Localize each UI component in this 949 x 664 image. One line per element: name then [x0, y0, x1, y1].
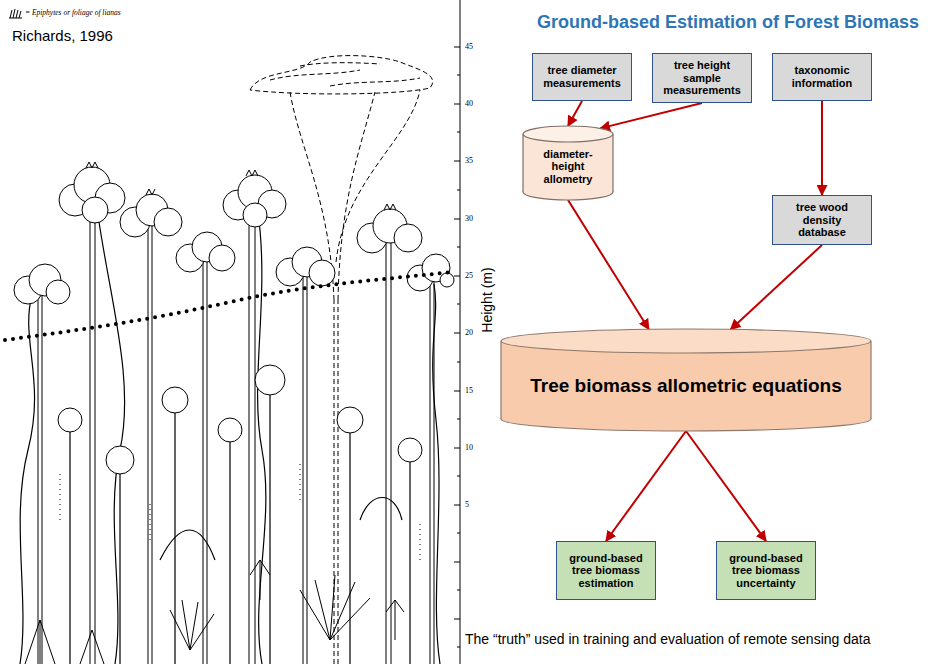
height-axis: [454, 0, 460, 664]
understory-plants: [170, 600, 214, 650]
canopy-crowns: [309, 260, 335, 286]
tree-trunks: [25, 620, 104, 664]
node-label: ground-based tree biomass estimation: [562, 552, 651, 590]
canopy-crowns: [255, 365, 285, 395]
flow-arrow: [606, 431, 686, 541]
cylinder-outline: [501, 329, 871, 353]
canopy-crowns: [243, 203, 267, 227]
canopy-crowns: [46, 280, 70, 304]
node-label: taxonomic information: [778, 64, 867, 89]
canopy-crowns: [154, 208, 182, 236]
axis-title: Height (m): [479, 267, 495, 332]
database-box: tree wood density database: [772, 195, 872, 245]
emergent-tree-dashed: [334, 300, 338, 664]
understory-plants: [300, 575, 370, 640]
canopy-crowns: [440, 273, 454, 287]
canopy-crowns: [394, 224, 422, 252]
axis-tick-label: 45: [465, 42, 473, 51]
node-label: tree diameter measurements: [538, 64, 627, 89]
flow-arrow: [686, 431, 766, 541]
output-box: ground-based tree biomass uncertainty: [716, 541, 816, 600]
node-label: tree wood density database: [778, 201, 867, 239]
axis-tick-label: 15: [465, 386, 473, 395]
canopy-crowns: [337, 407, 363, 433]
emergent-tree-dashed: [290, 90, 420, 300]
canopy-crowns: [398, 438, 422, 462]
legend-symbol: [9, 9, 22, 18]
canopy-crowns: [162, 387, 188, 413]
axis-tick-label: 30: [465, 214, 473, 223]
axis-tick-label: 40: [465, 99, 473, 108]
database-cylinder: diameter-height allometry: [522, 125, 614, 201]
input-box: tree height sample measurements: [652, 53, 752, 103]
tree-trunks: [70, 385, 410, 664]
flow-arrow: [600, 103, 702, 128]
axis-tick-label: 35: [465, 156, 473, 165]
cylinder-outline: [870, 341, 871, 419]
diagram-title: Ground-based Estimation of Forest Biomas…: [537, 12, 919, 33]
axis-tick-label: 5: [465, 500, 469, 509]
understory-plants: [250, 560, 404, 640]
axis-tick-label: 10: [465, 443, 473, 452]
node-label: tree height sample measurements: [658, 59, 747, 97]
canopy-crowns: [14, 167, 454, 474]
tree-trunks: [38, 195, 434, 664]
legend-symbol: [9, 9, 22, 18]
epiphyte-tufts: [86, 162, 396, 210]
input-box: taxonomic information: [772, 53, 872, 101]
emergent-tree-dashed: [270, 63, 420, 86]
understory-plants: [60, 460, 420, 560]
height-axis: [457, 75, 460, 647]
flow-arrow: [731, 245, 822, 329]
liana-vines: [258, 212, 266, 664]
liana-vines: [160, 498, 402, 561]
axis-tick-label: 20: [465, 328, 473, 337]
output-box: ground-based tree biomass estimation: [556, 541, 656, 600]
height-axis: [460, 0, 461, 664]
cylinder-outline: [523, 126, 613, 142]
canopy-crowns: [218, 418, 242, 442]
liana-vines: [20, 295, 35, 664]
flow-arrow: [821, 101, 823, 195]
node-label: ground-based tree biomass uncertainty: [722, 552, 811, 590]
epiphyte-tufts: [86, 162, 396, 210]
canopy-crowns: [82, 197, 108, 223]
equations-cylinder: Tree biomass allometric equations: [500, 328, 872, 432]
forest-profile-illustration: [0, 0, 470, 664]
liana-vines: [98, 215, 125, 664]
canopy-crowns: [209, 245, 235, 271]
input-box: tree diameter measurements: [532, 53, 632, 101]
node-label: diameter-height allometry: [528, 148, 609, 186]
understory-plants: [60, 460, 420, 650]
emergent-tree-dashed: [250, 56, 433, 664]
cylinder-outline: [500, 341, 501, 419]
source-citation: Richards, 1996: [12, 27, 113, 44]
canopy-dotted-line: [5, 272, 452, 340]
emergent-tree-dashed: [250, 56, 433, 94]
canopy-crowns: [106, 446, 134, 474]
liana-vines: [433, 284, 440, 664]
cylinder-outline: [523, 134, 613, 192]
axis-tick-label: 25: [465, 271, 473, 280]
legend-text: = Epiphytes or foliage of lianas: [25, 9, 121, 18]
canopy-crowns: [58, 408, 82, 432]
tree-trunks: [25, 195, 434, 664]
node-label: Tree biomass allometric equations: [508, 375, 865, 397]
cylinder-outline: [612, 134, 613, 192]
diagram-caption: The “truth” used in training and evaluat…: [465, 631, 870, 647]
cylinder-outline: [522, 134, 523, 192]
flow-arrow: [568, 101, 582, 126]
canopy-dotted-line: [5, 272, 452, 340]
flow-arrow: [568, 200, 649, 329]
